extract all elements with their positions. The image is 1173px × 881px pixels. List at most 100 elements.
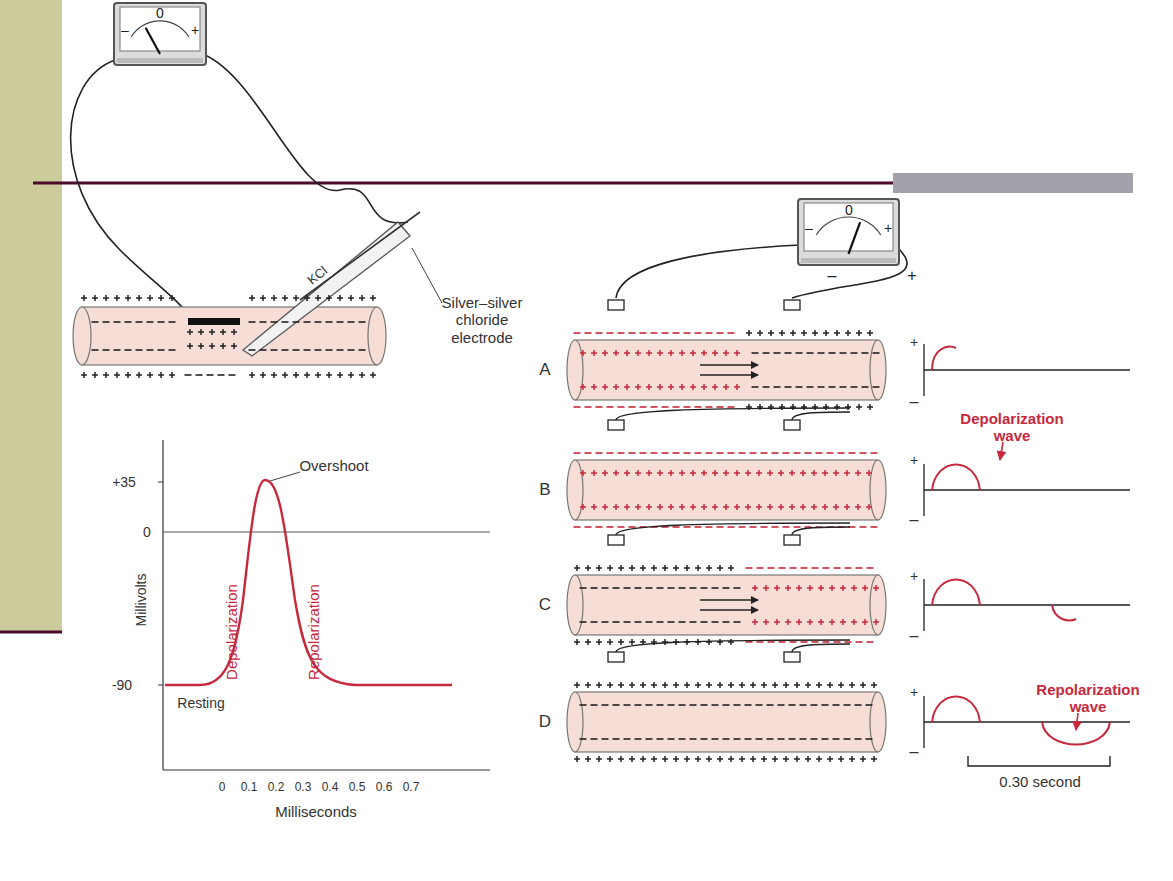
charge-minus: [701, 587, 708, 589]
charge-minus: [867, 567, 874, 569]
charge-plus: [582, 470, 584, 476]
charge-minus: [618, 406, 625, 408]
charge-plus: [328, 372, 330, 378]
charge-minus: [833, 738, 840, 740]
charge-minus: [136, 321, 143, 323]
charge-plus: [664, 565, 666, 571]
charge-plus: [864, 585, 866, 591]
charge-minus: [679, 704, 686, 706]
charge-minus: [158, 321, 165, 323]
charge-plus: [160, 372, 162, 378]
charge-plus: [829, 682, 831, 688]
charge-minus: [304, 349, 311, 351]
depolarization-deflection: [932, 580, 980, 606]
charge-minus: [668, 704, 675, 706]
charge-plus: [648, 350, 650, 356]
charge-minus: [728, 526, 735, 528]
charge-minus: [337, 349, 344, 351]
charge-plus: [692, 470, 694, 476]
charge-minus: [668, 587, 675, 589]
charge-minus: [657, 738, 664, 740]
charge-minus: [829, 386, 836, 388]
charge-minus: [739, 452, 746, 454]
charge-plus: [730, 756, 732, 762]
charge-minus: [596, 406, 603, 408]
charge-plus: [189, 343, 191, 349]
charge-plus: [598, 682, 600, 688]
charge-plus: [803, 330, 805, 336]
charge-plus: [94, 295, 96, 301]
charge-plus: [576, 565, 578, 571]
charge-plus: [813, 470, 815, 476]
charge-plus: [339, 295, 341, 301]
charge-minus: [834, 641, 841, 643]
charge-plus: [802, 504, 804, 510]
charge-plus: [835, 504, 837, 510]
charge-minus: [602, 704, 609, 706]
charge-plus: [149, 295, 151, 301]
charge-minus: [695, 526, 702, 528]
charge-plus: [631, 682, 633, 688]
charge-plus: [862, 756, 864, 762]
charge-plus: [714, 350, 716, 356]
charge-plus: [664, 756, 666, 762]
charge-plus: [350, 372, 352, 378]
charge-plus: [620, 565, 622, 571]
charge-plus: [615, 350, 617, 356]
charge-plus: [836, 404, 838, 410]
charge-minus: [829, 352, 836, 354]
charge-plus: [776, 619, 778, 625]
charge-minus: [789, 738, 796, 740]
charge-plus: [857, 470, 859, 476]
trace-sign: –: [910, 511, 919, 529]
time-label: 0.30 second: [999, 773, 1081, 790]
charge-plus: [798, 585, 800, 591]
charge-minus: [723, 738, 730, 740]
meter-base: [801, 258, 896, 263]
charge-plus: [730, 639, 732, 645]
charge-plus: [851, 756, 853, 762]
tick-value: 0.4: [322, 781, 339, 795]
charge-plus: [754, 619, 756, 625]
charge-minus: [796, 352, 803, 354]
charge-minus: [840, 386, 847, 388]
charge-minus: [679, 738, 686, 740]
fiber-end: [567, 575, 583, 635]
meter-case: [798, 199, 899, 265]
tick-value: 0.6: [376, 781, 393, 795]
charge-minus: [734, 704, 741, 706]
charge-minus: [629, 452, 636, 454]
charge-minus: [207, 374, 214, 376]
charge-plus: [719, 682, 721, 688]
charge-minus: [712, 587, 719, 589]
dial-zero: 0: [156, 6, 164, 20]
fiber-end: [870, 460, 886, 520]
charge-plus: [792, 404, 794, 410]
dial-sign: –: [805, 221, 813, 235]
charge-minus: [822, 704, 829, 706]
charge-plus: [659, 350, 661, 356]
charge-minus: [706, 452, 713, 454]
propagation-arrow: [700, 609, 758, 611]
recording-electrode: [784, 652, 800, 662]
charge-minus: [790, 567, 797, 569]
charge-minus: [823, 641, 830, 643]
charge-plus: [759, 404, 761, 410]
charge-minus: [103, 321, 110, 323]
charge-minus: [591, 621, 598, 623]
charge-minus: [818, 386, 825, 388]
charge-minus: [580, 587, 587, 589]
fiber-series: [567, 300, 886, 762]
dial-sign: +: [884, 221, 892, 235]
charge-plus: [763, 682, 765, 688]
charge-minus: [827, 452, 834, 454]
electrode-lead: [616, 523, 850, 535]
charge-plus: [189, 329, 191, 335]
wire: [616, 245, 800, 298]
dial-arc: [816, 217, 881, 235]
charge-minus: [796, 386, 803, 388]
trace-baseline: [924, 369, 1130, 370]
charge-minus: [673, 406, 680, 408]
charge-minus: [196, 374, 203, 376]
trace-baseline: [924, 721, 1130, 722]
